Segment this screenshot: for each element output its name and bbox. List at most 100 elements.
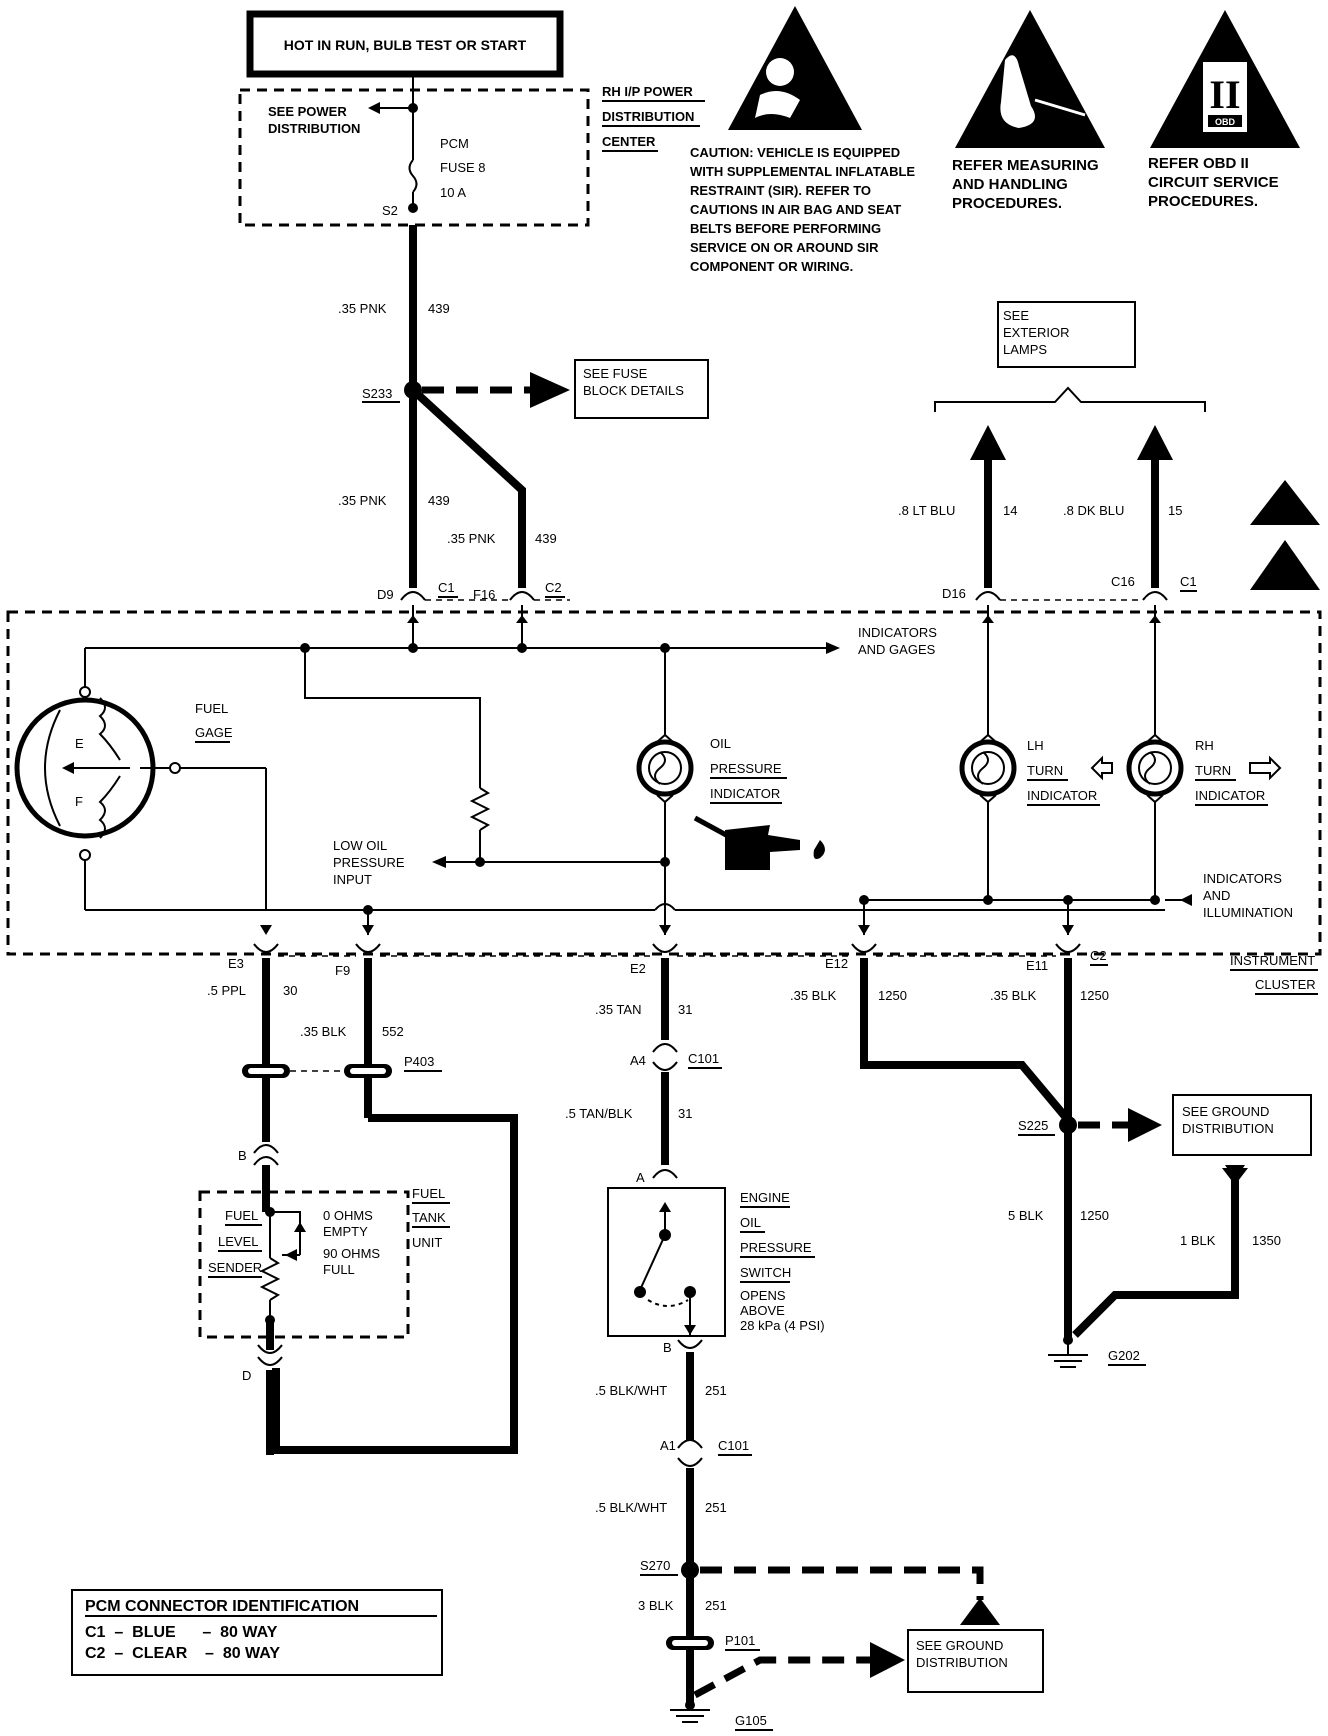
svg-text:EXTERIOR: EXTERIOR xyxy=(1003,325,1069,340)
svg-text:FUEL: FUEL xyxy=(412,1186,445,1201)
svg-text:3 BLK: 3 BLK xyxy=(638,1598,674,1613)
power-source-label: HOT IN RUN, BULB TEST OR START xyxy=(284,37,527,53)
rh-ip-power-distribution-center: SEE POWER DISTRIBUTION PCM FUSE 8 10 A S… xyxy=(238,76,705,227)
svg-text:ABOVE: ABOVE xyxy=(740,1303,785,1318)
svg-text:LH: LH xyxy=(1027,738,1044,753)
svg-text:.35 PNK: .35 PNK xyxy=(338,493,387,508)
svg-text:C101: C101 xyxy=(688,1051,719,1066)
svg-text:RH I/P POWER: RH I/P POWER xyxy=(602,84,693,99)
svg-text:FUEL: FUEL xyxy=(225,1208,258,1223)
svg-text:.35 BLK: .35 BLK xyxy=(300,1024,347,1039)
svg-text:AND GAGES: AND GAGES xyxy=(858,642,936,657)
svg-text:0 OHMS: 0 OHMS xyxy=(323,1208,373,1223)
exterior-lamps-reference: SEE EXTERIOR LAMPS xyxy=(934,301,1206,412)
g105-ground-icon: G105 xyxy=(670,1709,773,1731)
svg-text:S225: S225 xyxy=(1018,1118,1048,1133)
fuel-gage: E F FUEL GAGE xyxy=(14,648,267,910)
svg-text:OIL: OIL xyxy=(740,1215,761,1230)
svg-text:E: E xyxy=(75,736,84,751)
svg-text:PCM: PCM xyxy=(440,136,469,151)
instrument-cluster: INSTRUMENT CLUSTER INDICATORS AND GAGES xyxy=(6,605,1322,995)
sir-caution-warning: CAUTION: VEHICLE IS EQUIPPED WITH SUPPLE… xyxy=(690,6,915,274)
svg-text:C1: C1 xyxy=(438,580,455,595)
illumination-bus: INDICATORS AND ILLUMINATION xyxy=(85,871,1293,935)
svg-text:REFER MEASURING: REFER MEASURING xyxy=(952,157,1099,174)
small-warning-icons xyxy=(1250,480,1320,590)
svg-text:14: 14 xyxy=(1003,503,1017,518)
svg-text:REFER OBD II: REFER OBD II xyxy=(1148,155,1249,172)
svg-text:ENGINE: ENGINE xyxy=(740,1190,790,1205)
circuit-14: .8 LT BLU 14 D16 xyxy=(898,425,1017,601)
engine-oil-pressure-switch: ENGINE OIL PRESSURE SWITCH OPENS ABOVE 2… xyxy=(607,1187,825,1337)
connector-p403-right xyxy=(344,1064,392,1078)
s225-ground-reference: SEE GROUND DISTRIBUTION xyxy=(1078,1094,1312,1156)
svg-text:GAGE: GAGE xyxy=(195,725,233,740)
svg-text:1250: 1250 xyxy=(878,988,907,1003)
svg-text:C2: C2 xyxy=(1090,948,1107,963)
svg-text:G105: G105 xyxy=(735,1713,767,1728)
circuit-1350: 1 BLK 1350 xyxy=(1072,1165,1281,1338)
circuit-30: .5 PPL 30 B xyxy=(207,958,297,1166)
circuit-251: B .5 BLK/WHT 251 A1 C101 .5 BLK/WHT 251 … xyxy=(595,1339,760,1710)
svg-text:30: 30 xyxy=(283,983,297,998)
svg-text:C1: C1 xyxy=(1180,574,1197,589)
svg-text:D9: D9 xyxy=(377,587,394,602)
svg-text:TURN: TURN xyxy=(1027,763,1063,778)
svg-text:.5 TAN/BLK: .5 TAN/BLK xyxy=(565,1106,633,1121)
svg-text:439: 439 xyxy=(535,531,557,546)
right-arrow-icon xyxy=(1249,755,1282,781)
svg-text:INDICATOR: INDICATOR xyxy=(1027,788,1097,803)
svg-text:SEE GROUND: SEE GROUND xyxy=(1182,1104,1269,1119)
svg-text:P403: P403 xyxy=(404,1054,434,1069)
svg-text:A1: A1 xyxy=(660,1438,676,1453)
svg-text:LAMPS: LAMPS xyxy=(1003,342,1047,357)
svg-text:.35 BLK: .35 BLK xyxy=(990,988,1037,1003)
svg-text:5 BLK: 5 BLK xyxy=(1008,1208,1044,1223)
svg-text:SENDER: SENDER xyxy=(208,1260,262,1275)
svg-text:LEVEL: LEVEL xyxy=(218,1234,258,1249)
svg-text:DISTRIBUTION: DISTRIBUTION xyxy=(1182,1121,1274,1136)
svg-text:A4: A4 xyxy=(630,1053,646,1068)
svg-text:C101: C101 xyxy=(718,1438,749,1453)
svg-text:439: 439 xyxy=(428,301,450,316)
svg-text:.8 DK BLU: .8 DK BLU xyxy=(1063,503,1124,518)
svg-text:S2: S2 xyxy=(382,203,398,218)
svg-text:PROCEDURES.: PROCEDURES. xyxy=(952,195,1062,212)
svg-text:F16: F16 xyxy=(473,587,495,602)
svg-text:COMPONENT OR WIRING.: COMPONENT OR WIRING. xyxy=(690,259,853,274)
svg-text:INDICATOR: INDICATOR xyxy=(1195,788,1265,803)
svg-text:PCM CONNECTOR IDENTIFICATION: PCM CONNECTOR IDENTIFICATION xyxy=(85,1598,359,1615)
svg-text:C1 – BLUE – 80 WAY: C1 – BLUE – 80 WAY xyxy=(85,1624,278,1641)
svg-text:P101: P101 xyxy=(725,1633,755,1648)
svg-text:F9: F9 xyxy=(335,963,350,978)
svg-text:AND: AND xyxy=(1203,888,1230,903)
svg-text:C16: C16 xyxy=(1111,574,1135,589)
svg-text:OIL: OIL xyxy=(710,736,731,751)
svg-text:SEE: SEE xyxy=(1003,308,1029,323)
svg-text:RH: RH xyxy=(1195,738,1214,753)
svg-text:DISTRIBUTION: DISTRIBUTION xyxy=(602,109,694,124)
svg-text:S270: S270 xyxy=(640,1558,670,1573)
svg-text:CIRCUIT SERVICE: CIRCUIT SERVICE xyxy=(1148,174,1279,191)
low-oil-pressure-resistor: LOW OIL PRESSURE INPUT xyxy=(304,648,665,887)
svg-text:31: 31 xyxy=(678,1002,692,1017)
svg-text:CAUTIONS IN AIR BAG AND SEAT: CAUTIONS IN AIR BAG AND SEAT xyxy=(690,202,901,217)
svg-text:15: 15 xyxy=(1168,503,1182,518)
svg-text:28 kPa (4 PSI): 28 kPa (4 PSI) xyxy=(740,1318,825,1333)
measuring-handling-warning: REFER MEASURING AND HANDLING PROCEDURES. xyxy=(952,10,1105,212)
svg-text:E2: E2 xyxy=(630,961,646,976)
svg-text:SEE FUSE: SEE FUSE xyxy=(583,366,648,381)
svg-text:CENTER: CENTER xyxy=(602,134,656,149)
svg-text:PRESSURE: PRESSURE xyxy=(740,1240,812,1255)
svg-text:CAUTION: VEHICLE IS EQUIPPED: CAUTION: VEHICLE IS EQUIPPED xyxy=(690,145,900,160)
svg-text:WITH SUPPLEMENTAL INFLATABLE: WITH SUPPLEMENTAL INFLATABLE xyxy=(690,164,915,179)
oil-pressure-indicator: OIL PRESSURE INDICATOR xyxy=(636,648,825,935)
svg-text:251: 251 xyxy=(705,1598,727,1613)
svg-text:PRESSURE: PRESSURE xyxy=(710,761,782,776)
circuit-31: .35 TAN 31 A4 C101 .5 TAN/BLK 31 A xyxy=(565,958,722,1185)
svg-text:.35 TAN: .35 TAN xyxy=(595,1002,641,1017)
svg-text:II: II xyxy=(1209,72,1240,117)
svg-text:251: 251 xyxy=(705,1383,727,1398)
svg-text:DISTRIBUTION: DISTRIBUTION xyxy=(916,1655,1008,1670)
